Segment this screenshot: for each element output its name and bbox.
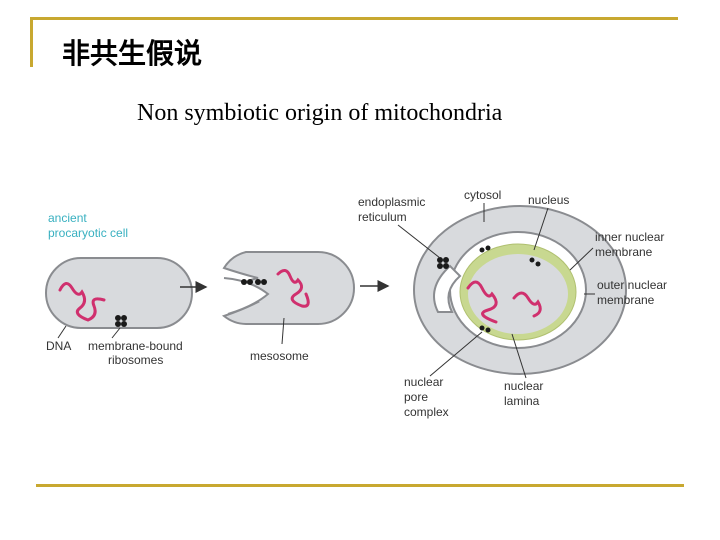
leader-dna (57, 325, 67, 339)
leader-er (397, 224, 441, 259)
label-nuclear-lamina-2: lamina (504, 394, 540, 408)
label-endoplasmic: endoplasmic (358, 195, 425, 209)
slide-title: 非共生假说 (62, 37, 203, 70)
nuclear-pore (479, 245, 541, 333)
leader-nuclear-pore (429, 331, 483, 377)
label-ancient: ancient (48, 211, 87, 225)
label-ribosomes: ribosomes (108, 353, 163, 367)
label-outer-nuclear: outer nuclear (597, 278, 667, 292)
mesosome-fold (223, 277, 270, 315)
frame-bottom-rule (36, 484, 684, 487)
label-mesosome: mesosome (250, 349, 309, 363)
label-cytosol: cytosol (464, 188, 501, 202)
ribosome-cluster (437, 257, 449, 269)
label-nuclear-pore-3: complex (404, 405, 449, 419)
dna-strand (276, 269, 310, 308)
label-outer-membrane: membrane (597, 293, 655, 307)
leader-nucleus (533, 207, 549, 251)
leader-ribosomes (111, 327, 121, 339)
label-dna: DNA (46, 339, 71, 353)
dna-strand (512, 291, 542, 318)
label-membrane-bound: membrane-bound (88, 339, 183, 353)
label-inner-membrane: membrane (595, 245, 653, 259)
dna-strand (466, 280, 498, 324)
leader-inner-membrane (569, 247, 594, 271)
label-nuclear-pore-2: pore (404, 390, 428, 404)
label-inner-nuclear: inner nuclear (595, 230, 664, 244)
frame-top-rule (30, 17, 678, 20)
ancient-cell (45, 257, 193, 329)
frame-left-rule (30, 17, 33, 67)
leader-nuclear-lamina (511, 333, 527, 379)
leader-mesosome (281, 317, 285, 345)
label-nuclear-lamina-1: nuclear (504, 379, 543, 393)
ribosome-cluster (115, 315, 127, 327)
slide-subtitle: Non symbiotic origin of mitochondria (137, 100, 503, 126)
label-nucleus: nucleus (528, 193, 569, 207)
nucleus-origin-diagram: ancient procaryotic cell DNA membrane-bo… (38, 178, 688, 440)
ribosome-cluster (241, 279, 267, 285)
dna-strand (58, 282, 106, 322)
label-reticulum: reticulum (358, 210, 407, 224)
diagram-svg: ancient procaryotic cell DNA membrane-bo… (45, 188, 667, 419)
endoplasmic-reticulum (433, 264, 462, 313)
label-nuclear-pore-1: nuclear (404, 375, 443, 389)
label-procaryotic-cell: procaryotic cell (48, 226, 128, 240)
